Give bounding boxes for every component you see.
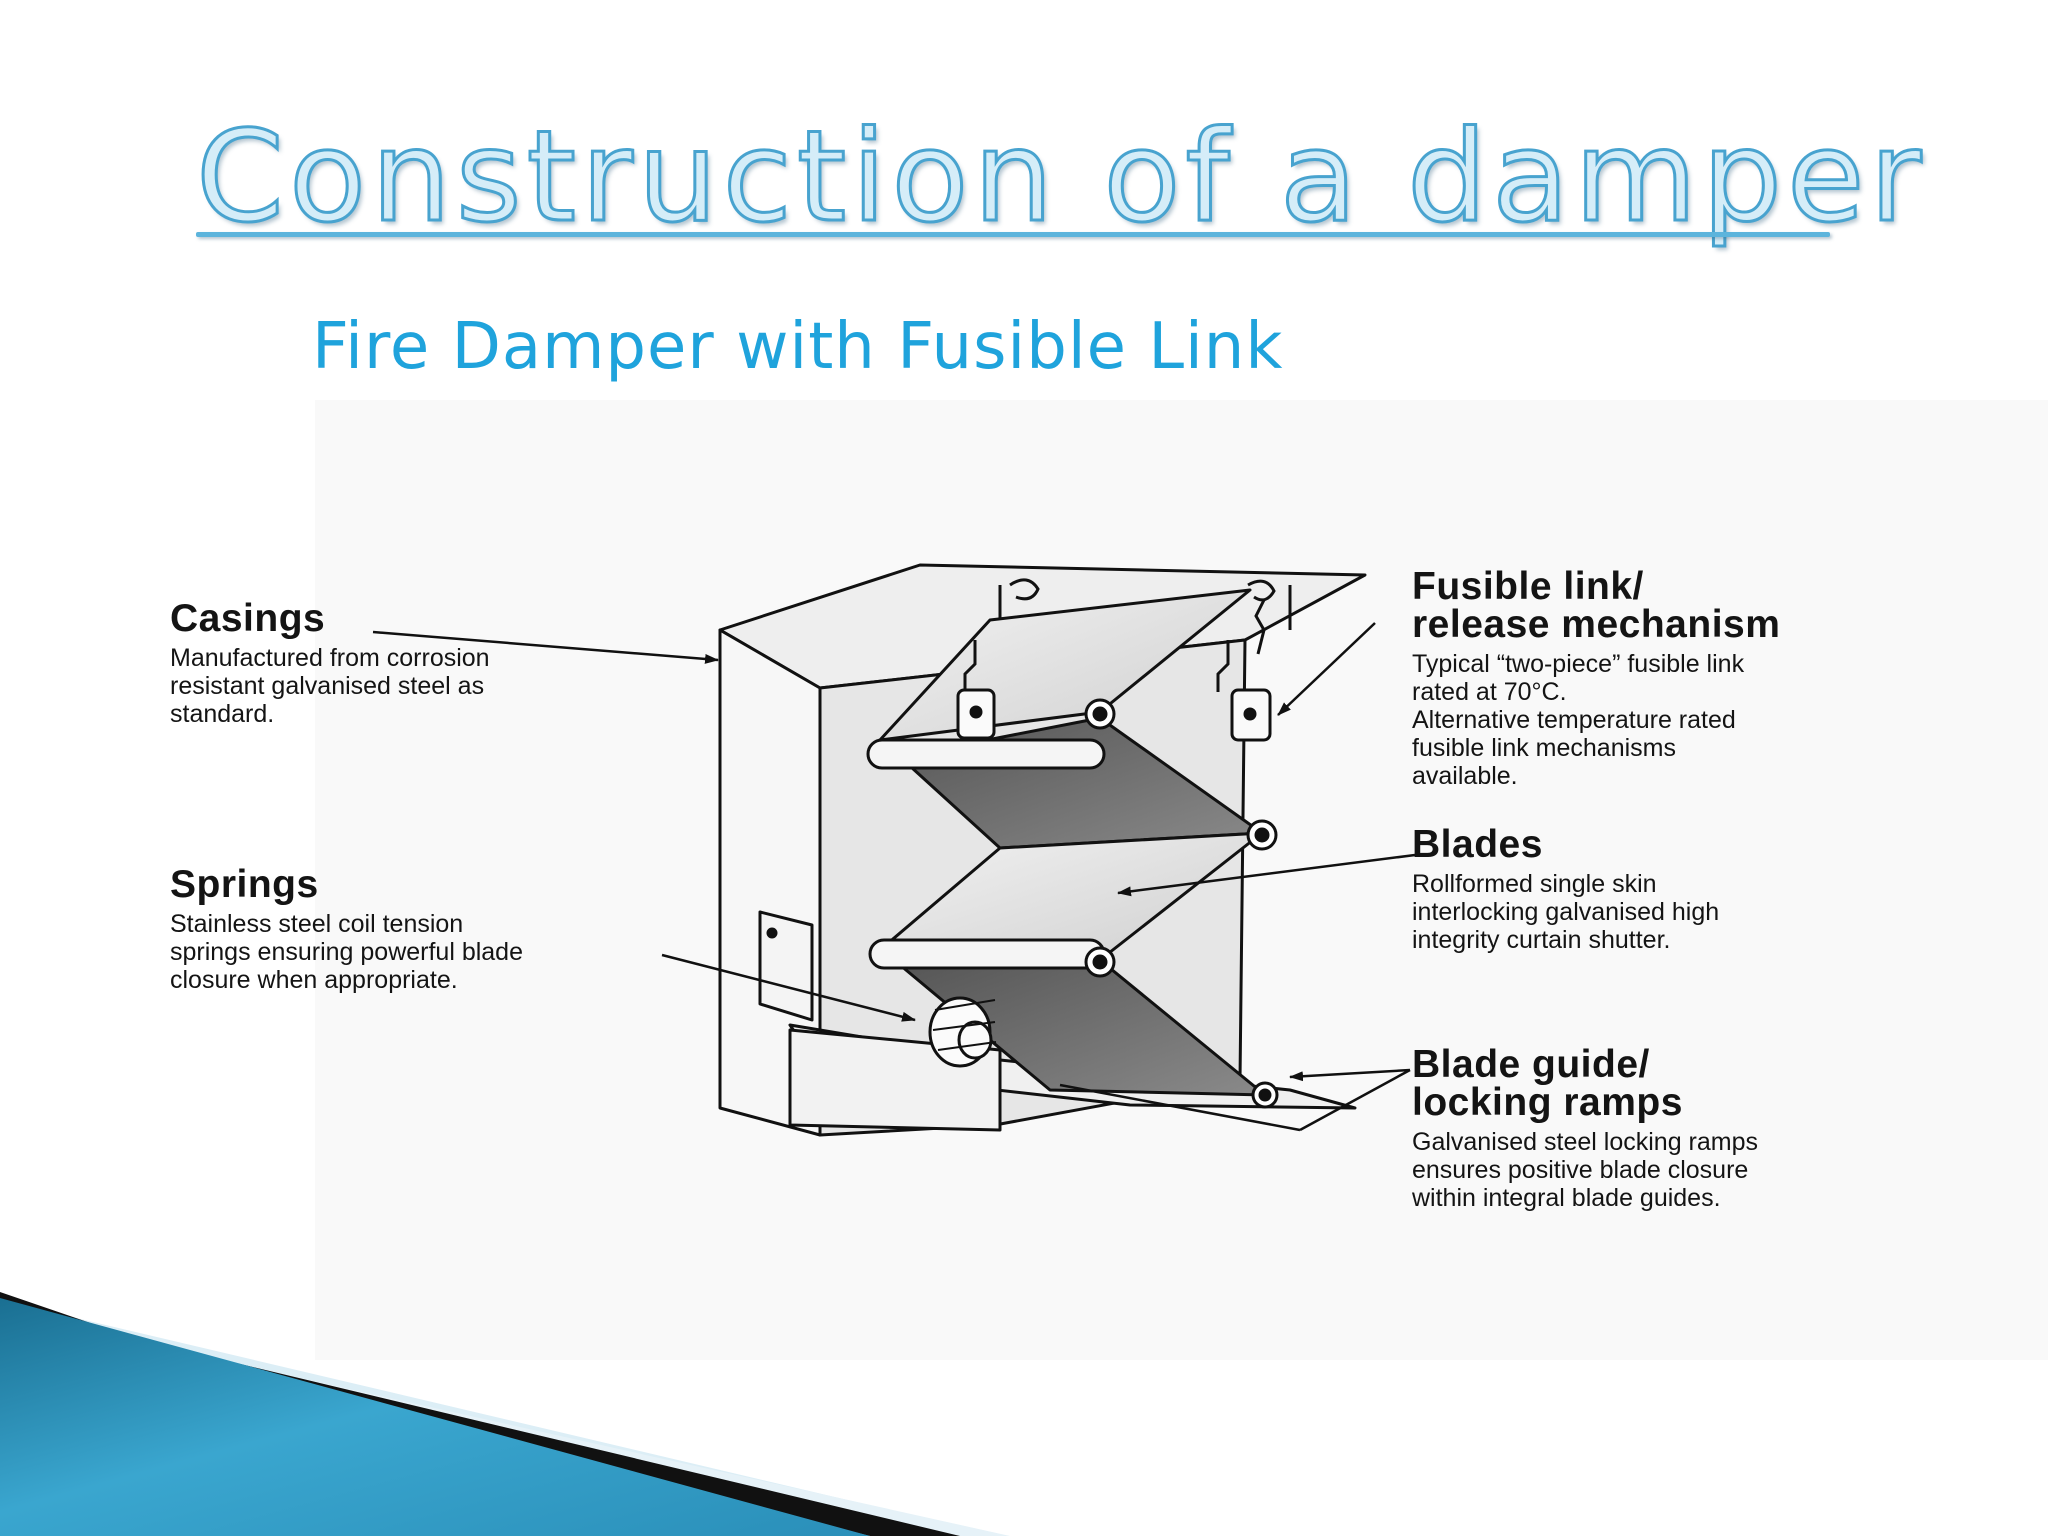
callout-heading: Fusible link/ release mechanism — [1412, 565, 1781, 646]
callout-blade-guide: Blade guide/ locking ramps Galvanised st… — [1412, 1043, 1758, 1212]
callout-body: Rollformed single skin interlocking galv… — [1412, 870, 1720, 954]
callout-casings: Casings Manufactured from corrosion resi… — [170, 597, 490, 728]
title-underline — [196, 232, 1830, 237]
swoosh-teal-band — [0, 1298, 870, 1536]
swoosh-light-band-upper — [120, 1338, 1010, 1536]
callout-blades: Blades Rollformed single skin interlocki… — [1412, 823, 1720, 954]
callout-fusible-link: Fusible link/ release mechanism Typical … — [1412, 565, 1781, 790]
callout-heading: Blade guide/ locking ramps — [1412, 1043, 1683, 1124]
slide-subtitle: Fire Damper with Fusible Link — [312, 310, 1284, 384]
callout-body: Stainless steel coil tension springs ens… — [170, 910, 523, 994]
callout-body: Typical “two-piece” fusible link rated a… — [1412, 650, 1745, 790]
slide-title: Construction of a damper — [195, 102, 1927, 252]
callout-arrows — [372, 622, 1416, 1132]
callout-heading: Casings — [170, 597, 326, 640]
spring-coil — [928, 996, 997, 1068]
curtain-blades — [866, 588, 1279, 1109]
fusible-link-hangers — [956, 578, 1276, 742]
callout-body: Galvanised steel locking ramps ensures p… — [1412, 1128, 1758, 1212]
decorative-swoosh — [0, 1292, 1010, 1536]
callout-springs: Springs Stainless steel coil tension spr… — [170, 863, 523, 994]
callout-body: Manufactured from corrosion resistant ga… — [170, 644, 490, 728]
callout-heading: Springs — [170, 863, 319, 906]
callout-heading: Blades — [1412, 823, 1543, 866]
